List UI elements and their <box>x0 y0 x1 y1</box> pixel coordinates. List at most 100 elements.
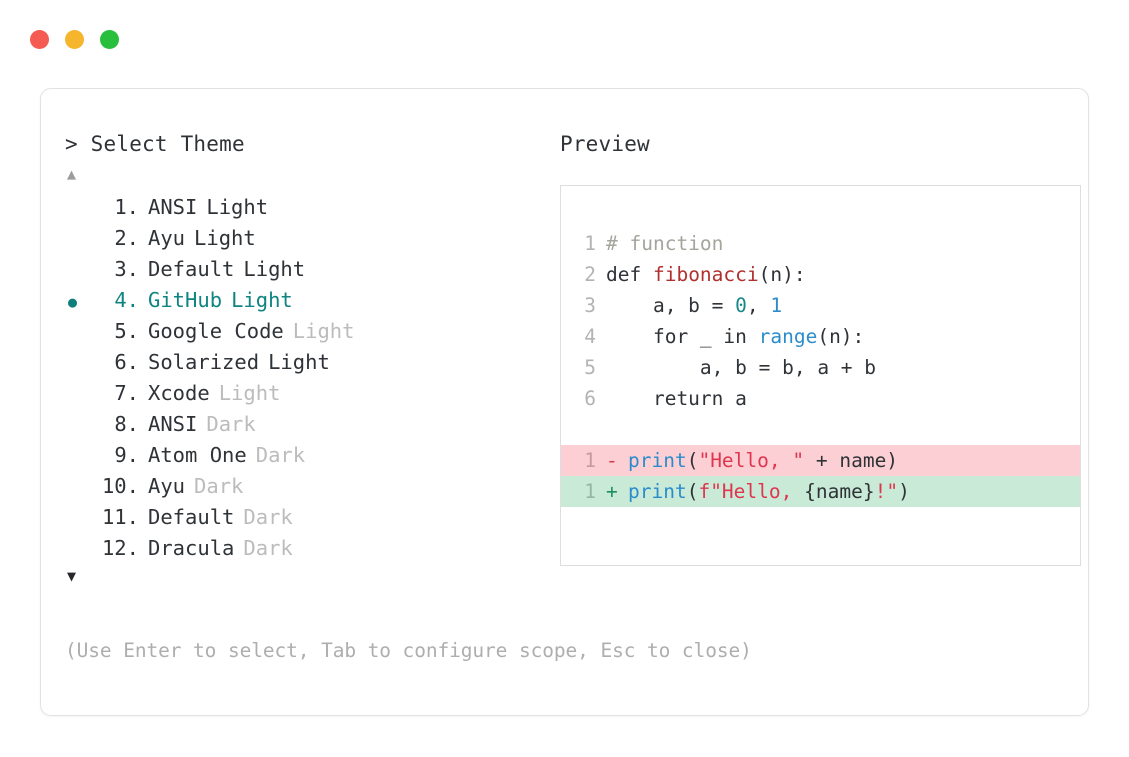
code-token: return a <box>606 387 747 410</box>
theme-item-name: Atom One <box>148 443 247 467</box>
diff-sign: + <box>606 480 618 503</box>
code-token: {name} <box>804 480 875 503</box>
theme-list-item[interactable]: 6. Solarized Light <box>65 347 535 378</box>
minimize-window-dot[interactable] <box>65 30 84 49</box>
code-token: 1 <box>770 294 783 317</box>
code-token: range <box>758 325 818 348</box>
theme-item-variant: Dark <box>243 505 293 529</box>
theme-item-name: Default <box>148 257 235 281</box>
theme-item-index: 3. <box>114 257 139 281</box>
scroll-up-arrow-icon[interactable]: ▲ <box>67 165 77 183</box>
close-window-dot[interactable] <box>30 30 49 49</box>
code-line: 5 a, b = b, a + b <box>561 352 1080 383</box>
code-line: 3 a, b = 0, 1 <box>561 290 1080 321</box>
diff-spacer <box>618 476 628 507</box>
line-number: 6 <box>584 387 596 410</box>
theme-item-name: Solarized <box>148 350 260 374</box>
code-line-text: return a <box>606 383 747 414</box>
maximize-window-dot[interactable] <box>100 30 119 49</box>
theme-item-index: 7. <box>114 381 139 405</box>
theme-item-variant: Light <box>268 350 330 374</box>
theme-list-item[interactable]: 3. Default Light <box>65 254 535 285</box>
line-number: 1 <box>584 232 596 255</box>
theme-item-variant: Light <box>206 195 269 219</box>
theme-list-item[interactable]: 12. Dracula Dark <box>65 533 535 564</box>
theme-item-name: Google Code <box>148 319 284 343</box>
code-line-text: def fibonacci(n): <box>606 259 806 290</box>
code-token: + name) <box>804 449 899 472</box>
keyboard-hint: (Use Enter to select, Tab to configure s… <box>65 639 752 662</box>
theme-item-variant: Light <box>243 257 306 281</box>
selected-bullet-icon: ● <box>68 293 78 311</box>
code-token: # function <box>606 232 724 255</box>
theme-list-item[interactable]: 7. Xcode Light <box>65 378 535 409</box>
line-number: 5 <box>584 356 596 379</box>
theme-item-name: GitHub <box>148 288 223 312</box>
theme-item-name: Dracula <box>148 536 235 560</box>
theme-item-index: 10. <box>101 474 139 498</box>
code-line-text: # function <box>606 228 723 259</box>
theme-item-index: 9. <box>114 443 139 467</box>
code-spacer <box>561 414 1080 445</box>
diff-line-text: print(f"Hello, {name}!") <box>628 476 910 507</box>
diff-block: 1- print("Hello, " + name)1+ print(f"Hel… <box>561 445 1080 507</box>
line-number: 4 <box>584 325 596 348</box>
code-token: !" <box>874 480 899 503</box>
code-token: (n): <box>758 263 806 286</box>
scroll-down-arrow-icon[interactable]: ▼ <box>67 567 77 585</box>
code-token: ) <box>898 480 910 503</box>
theme-list-item[interactable]: 9. Atom One Dark <box>65 440 535 471</box>
code-token: print <box>628 449 687 472</box>
theme-item-variant: Light <box>218 381 281 405</box>
theme-item-name: Ayu <box>148 226 186 250</box>
code-token: def <box>606 263 653 286</box>
theme-item-variant: Dark <box>243 536 293 560</box>
code-token: for _ in <box>606 325 759 348</box>
code-token: ( <box>686 480 699 503</box>
theme-item-variant: Dark <box>194 474 244 498</box>
prompt-heading: > Select Theme <box>65 132 245 156</box>
theme-item-index: 4. <box>114 288 139 312</box>
theme-list-item[interactable]: 10. Ayu Dark <box>65 471 535 502</box>
line-number: 3 <box>584 294 596 317</box>
theme-list-item[interactable]: 2. Ayu Light <box>65 223 535 254</box>
theme-item-name: Default <box>148 505 235 529</box>
code-token: print <box>628 480 687 503</box>
code-token: "Hello, " <box>698 449 805 472</box>
code-token: , <box>746 294 771 317</box>
theme-item-variant: Light <box>292 319 355 343</box>
theme-item-index: 1. <box>114 195 139 219</box>
theme-item-index: 8. <box>114 412 139 436</box>
theme-item-index: 6. <box>114 350 139 374</box>
diff-line-del: 1- print("Hello, " + name) <box>561 445 1080 476</box>
theme-item-name: Xcode <box>148 381 210 405</box>
code-token: fibonacci <box>652 263 759 286</box>
diff-sign: - <box>606 449 618 472</box>
theme-item-index: 2. <box>114 226 139 250</box>
diff-line-add: 1+ print(f"Hello, {name}!") <box>561 476 1080 507</box>
theme-item-index: 12. <box>101 536 139 560</box>
theme-item-variant: Light <box>194 226 256 250</box>
theme-item-variant: Light <box>231 288 293 312</box>
code-line: 4 for _ in range(n): <box>561 321 1080 352</box>
theme-item-name: Ayu <box>148 474 186 498</box>
code-token: 0 <box>735 294 747 317</box>
code-line: 6 return a <box>561 383 1080 414</box>
theme-item-variant: Dark <box>255 443 306 467</box>
diff-line-text: print("Hello, " + name) <box>628 445 898 476</box>
code-token: f"Hello, <box>698 480 805 503</box>
theme-list-item[interactable]: ● 4. GitHub Light <box>65 285 535 316</box>
diff-spacer <box>618 445 628 476</box>
code-token: (n): <box>817 325 865 348</box>
theme-item-name: ANSI <box>148 412 198 436</box>
code-line-text: a, b = 0, 1 <box>606 290 782 321</box>
code-line-text: a, b = b, a + b <box>606 352 876 383</box>
